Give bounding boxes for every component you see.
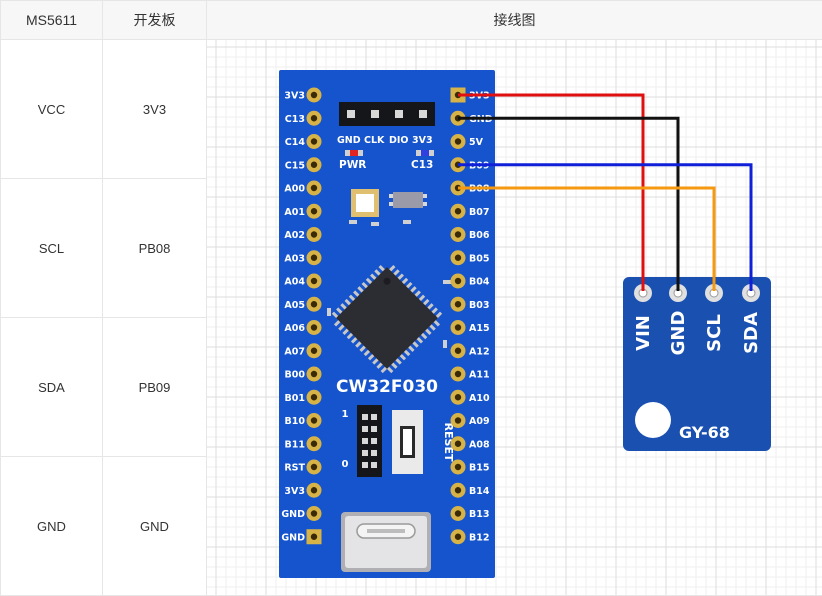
regulator [393, 192, 423, 208]
left-pin-label-b00-12: B00 [285, 370, 306, 381]
c13-label: C13 [411, 159, 433, 171]
header-dev-board: 开发板 [103, 1, 207, 40]
left-pin-label-rst-16: RST [284, 463, 305, 474]
header-pin-2 [395, 110, 403, 118]
boot-label-1: 1 [342, 409, 349, 420]
cell-sensor-sda: SDA [1, 318, 103, 457]
right-pin-label-a10-13: A10 [469, 393, 490, 404]
left-pin-label-gnd-18: GND [281, 509, 305, 520]
cell-sensor-scl: SCL [1, 179, 103, 318]
pwr-led [350, 150, 358, 156]
board-name: CW32F030 [336, 377, 438, 397]
sensor-pin-label-gnd: GND [668, 311, 689, 356]
wiring-diagram-cell: GND CLK DIO 3V3 PWR C13 [207, 40, 822, 596]
cell-board-gnd: GND [103, 457, 207, 596]
header-pin-1 [371, 110, 379, 118]
module-name: GY-68 [679, 423, 730, 442]
right-pin-label-a09-14: A09 [469, 416, 490, 427]
left-pin-label-gnd-19: GND [281, 532, 305, 543]
right-pin-label-b05-7: B05 [469, 253, 489, 264]
left-pin-label-a06-10: A06 [284, 323, 305, 334]
header-label-clk: CLK [364, 135, 385, 146]
right-pin-label-b14-17: B14 [469, 486, 490, 497]
right-pin-label-a15-10: A15 [469, 323, 490, 334]
left-pin-label-a04-8: A04 [284, 277, 305, 288]
left-pin-label-a07-11: A07 [284, 346, 305, 357]
mounting-hole [635, 402, 671, 438]
right-pin-label-b15-16: B15 [469, 463, 489, 474]
left-pin-label-b01-13: B01 [285, 393, 305, 404]
header-pin-3 [419, 110, 427, 118]
left-pin-label-c13-1: C13 [285, 114, 305, 125]
cell-board-pb09: PB09 [103, 318, 207, 457]
header-pin-0 [347, 110, 355, 118]
right-pin-label-a12-11: A12 [469, 346, 490, 357]
right-pin-label-b07-5: B07 [469, 207, 489, 218]
wire-b08-to-scl [458, 188, 714, 291]
left-pin-label-a00-4: A00 [284, 184, 305, 195]
header-label-gnd: GND [337, 135, 361, 146]
right-pin-label-b04-8: B04 [469, 277, 490, 288]
right-pin-label-a08-15: A08 [469, 439, 490, 450]
boot-header [357, 405, 382, 477]
cell-sensor-gnd: GND [1, 457, 103, 596]
right-pin-label-5v-2: 5V [469, 137, 484, 148]
cell-board-3v3: 3V3 [103, 40, 207, 179]
left-pin-label-b10-14: B10 [285, 416, 306, 427]
right-pin-label-b12-19: B12 [469, 532, 489, 543]
left-pin-label-a03-7: A03 [284, 253, 305, 264]
left-pin-label-a02-6: A02 [284, 230, 305, 241]
left-pin-label-a05-9: A05 [284, 300, 305, 311]
header-wiring-diagram: 接线图 [207, 1, 822, 40]
sensor-pin-label-vin: VIN [633, 315, 654, 351]
sensor-pin-label-scl: SCL [704, 314, 725, 352]
boot-label-0: 0 [342, 459, 349, 470]
right-pin-label-b03-9: B03 [469, 300, 489, 311]
left-pin-label-3v3-0: 3V3 [284, 91, 305, 102]
header-label-3v3: 3V3 [412, 135, 433, 146]
left-pin-label-c15-3: C15 [285, 160, 305, 171]
cell-sensor-vcc: VCC [1, 40, 103, 179]
left-pin-label-c14-2: C14 [285, 137, 306, 148]
left-pin-label-b11-15: B11 [285, 439, 305, 450]
right-pin-label-a11-12: A11 [469, 370, 490, 381]
left-pin-label-3v3-17: 3V3 [284, 486, 305, 497]
c13-led [421, 150, 429, 156]
right-pin-label-b13-18: B13 [469, 509, 489, 520]
right-pin-label-b06-6: B06 [469, 230, 490, 241]
header-label-dio: DIO [389, 135, 409, 146]
header-ms5611: MS5611 [1, 1, 103, 40]
left-pin-label-a01-5: A01 [284, 207, 305, 218]
wiring-diagram: GND CLK DIO 3V3 PWR C13 [207, 40, 821, 595]
sensor-pin-label-sda: SDA [741, 312, 762, 354]
cell-board-pb08: PB08 [103, 179, 207, 318]
wire-b09-to-sda [458, 165, 751, 291]
pwr-label: PWR [339, 159, 366, 171]
